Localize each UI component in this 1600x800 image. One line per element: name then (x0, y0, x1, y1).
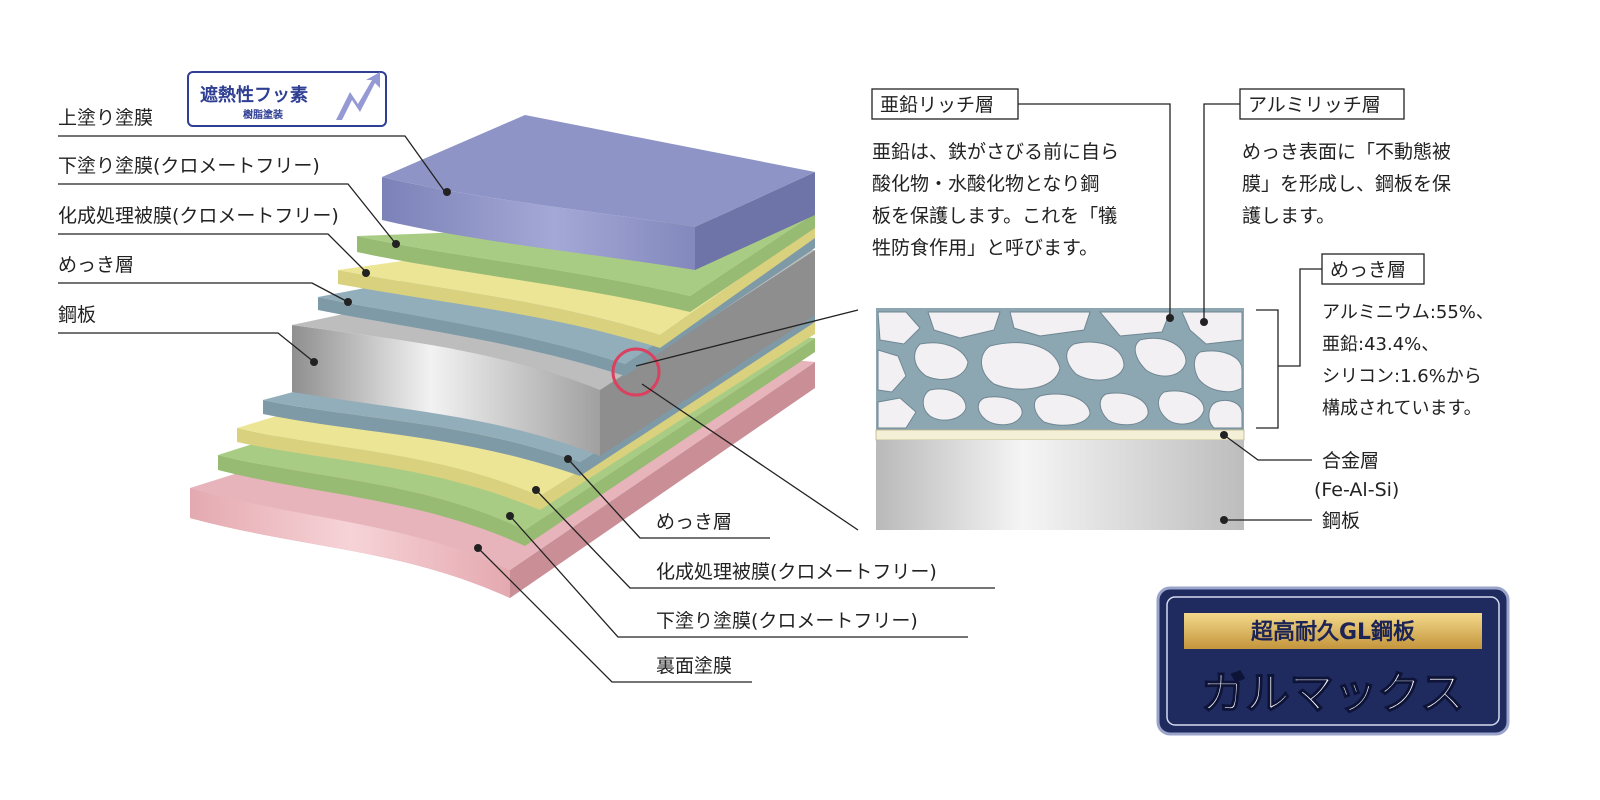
badge-title: 遮熱性フッ素 (200, 84, 308, 106)
zinc-rich-callout: 亜鉛リッチ層 亜鉛は、鉄がさびる前に自ら 酸化物・水酸化物となり鋼 板を保護しま… (871, 88, 1174, 322)
label-steel-left: 鋼板 (58, 304, 96, 326)
zinc-desc-4: 牲防食作用」と呼びます。 (872, 237, 1098, 259)
zoom-line-bottom (641, 383, 859, 531)
plating-desc-3: シリコン:1.6%から (1322, 366, 1482, 387)
galmax-logo: 超高耐久GL鋼板 ガルマックス (1156, 586, 1510, 736)
plating-desc-1: アルミニウム:55%、 (1322, 302, 1494, 323)
alloy-label: 合金層 (1322, 450, 1379, 472)
label-primer-bottom: 下塗り塗膜(クロメートフリー) (656, 609, 918, 632)
badge-subtitle: 樹脂塗装 (243, 108, 283, 121)
alloy-layer (875, 429, 1245, 441)
alloy-formula: (Fe-Al-Si) (1314, 479, 1399, 501)
aluminum-rich-title: アルミリッチ層 (1248, 94, 1381, 116)
bottom-label-dots (474, 455, 572, 552)
brand-tagline: 超高耐久GL鋼板 (1251, 619, 1416, 645)
plating-bracket (1256, 309, 1279, 429)
steel-layer (876, 440, 1244, 530)
label-top-coat: 上塗り塗膜 (58, 106, 153, 129)
brand-name: ガルマックス (1202, 668, 1465, 719)
aluminum-desc-2: 膜」を形成し、鋼板を保 (1242, 173, 1451, 195)
label-plating-left: めっき層 (58, 254, 134, 276)
heat-shield-badge: 遮熱性フッ素 樹脂塗装 (187, 71, 387, 127)
layer-stack (190, 115, 859, 598)
left-labels (58, 135, 446, 363)
left-label-dots (310, 188, 451, 366)
label-plating-bottom: めっき層 (656, 511, 732, 533)
zinc-desc-2: 酸化物・水酸化物となり鋼 (872, 173, 1099, 195)
zinc-desc-3: 板を保護します。これを「犠 (872, 205, 1117, 227)
steel-label: 鋼板 (1322, 510, 1360, 532)
plating-desc-4: 構成されています。 (1322, 398, 1482, 419)
label-primer-left: 下塗り塗膜(クロメートフリー) (58, 154, 320, 177)
plating-layer-title: めっき層 (1330, 259, 1406, 281)
zoom-line-top (635, 309, 859, 367)
zinc-desc-1: 亜鉛は、鉄がさびる前に自ら (872, 141, 1119, 163)
highlight-circle (611, 347, 661, 397)
zinc-rich-title: 亜鉛リッチ層 (880, 94, 994, 116)
steel-callout: 鋼板 (1220, 510, 1360, 532)
layer-top-coat (382, 115, 815, 270)
aluminum-desc-1: めっき表面に「不動態被 (1242, 141, 1451, 163)
aluminum-rich-callout: アルミリッチ層 めっき表面に「不動態被 膜」を形成し、鋼板を保 護します。 (1200, 88, 1451, 326)
plating-bracket-leader (1278, 268, 1322, 367)
alloy-callout: 合金層 (Fe-Al-Si) (1220, 431, 1399, 501)
label-back-coat: 裏面塗膜 (656, 654, 732, 677)
aluminum-desc-3: 護します。 (1242, 205, 1335, 227)
arrow-icon (336, 72, 380, 120)
plating-layer-callout: めっき層 アルミニウム:55%、 亜鉛:43.4%、 シリコン:1.6%から 構… (1321, 253, 1494, 419)
aluminum-rich-cells (877, 311, 1243, 429)
label-chemical-left: 化成処理被膜(クロメートフリー) (58, 205, 339, 227)
plating-desc-2: 亜鉛:43.4%、 (1322, 334, 1439, 355)
cross-section (875, 308, 1245, 530)
label-chemical-bottom: 化成処理被膜(クロメートフリー) (656, 561, 937, 583)
bottom-labels-lines (477, 458, 995, 683)
